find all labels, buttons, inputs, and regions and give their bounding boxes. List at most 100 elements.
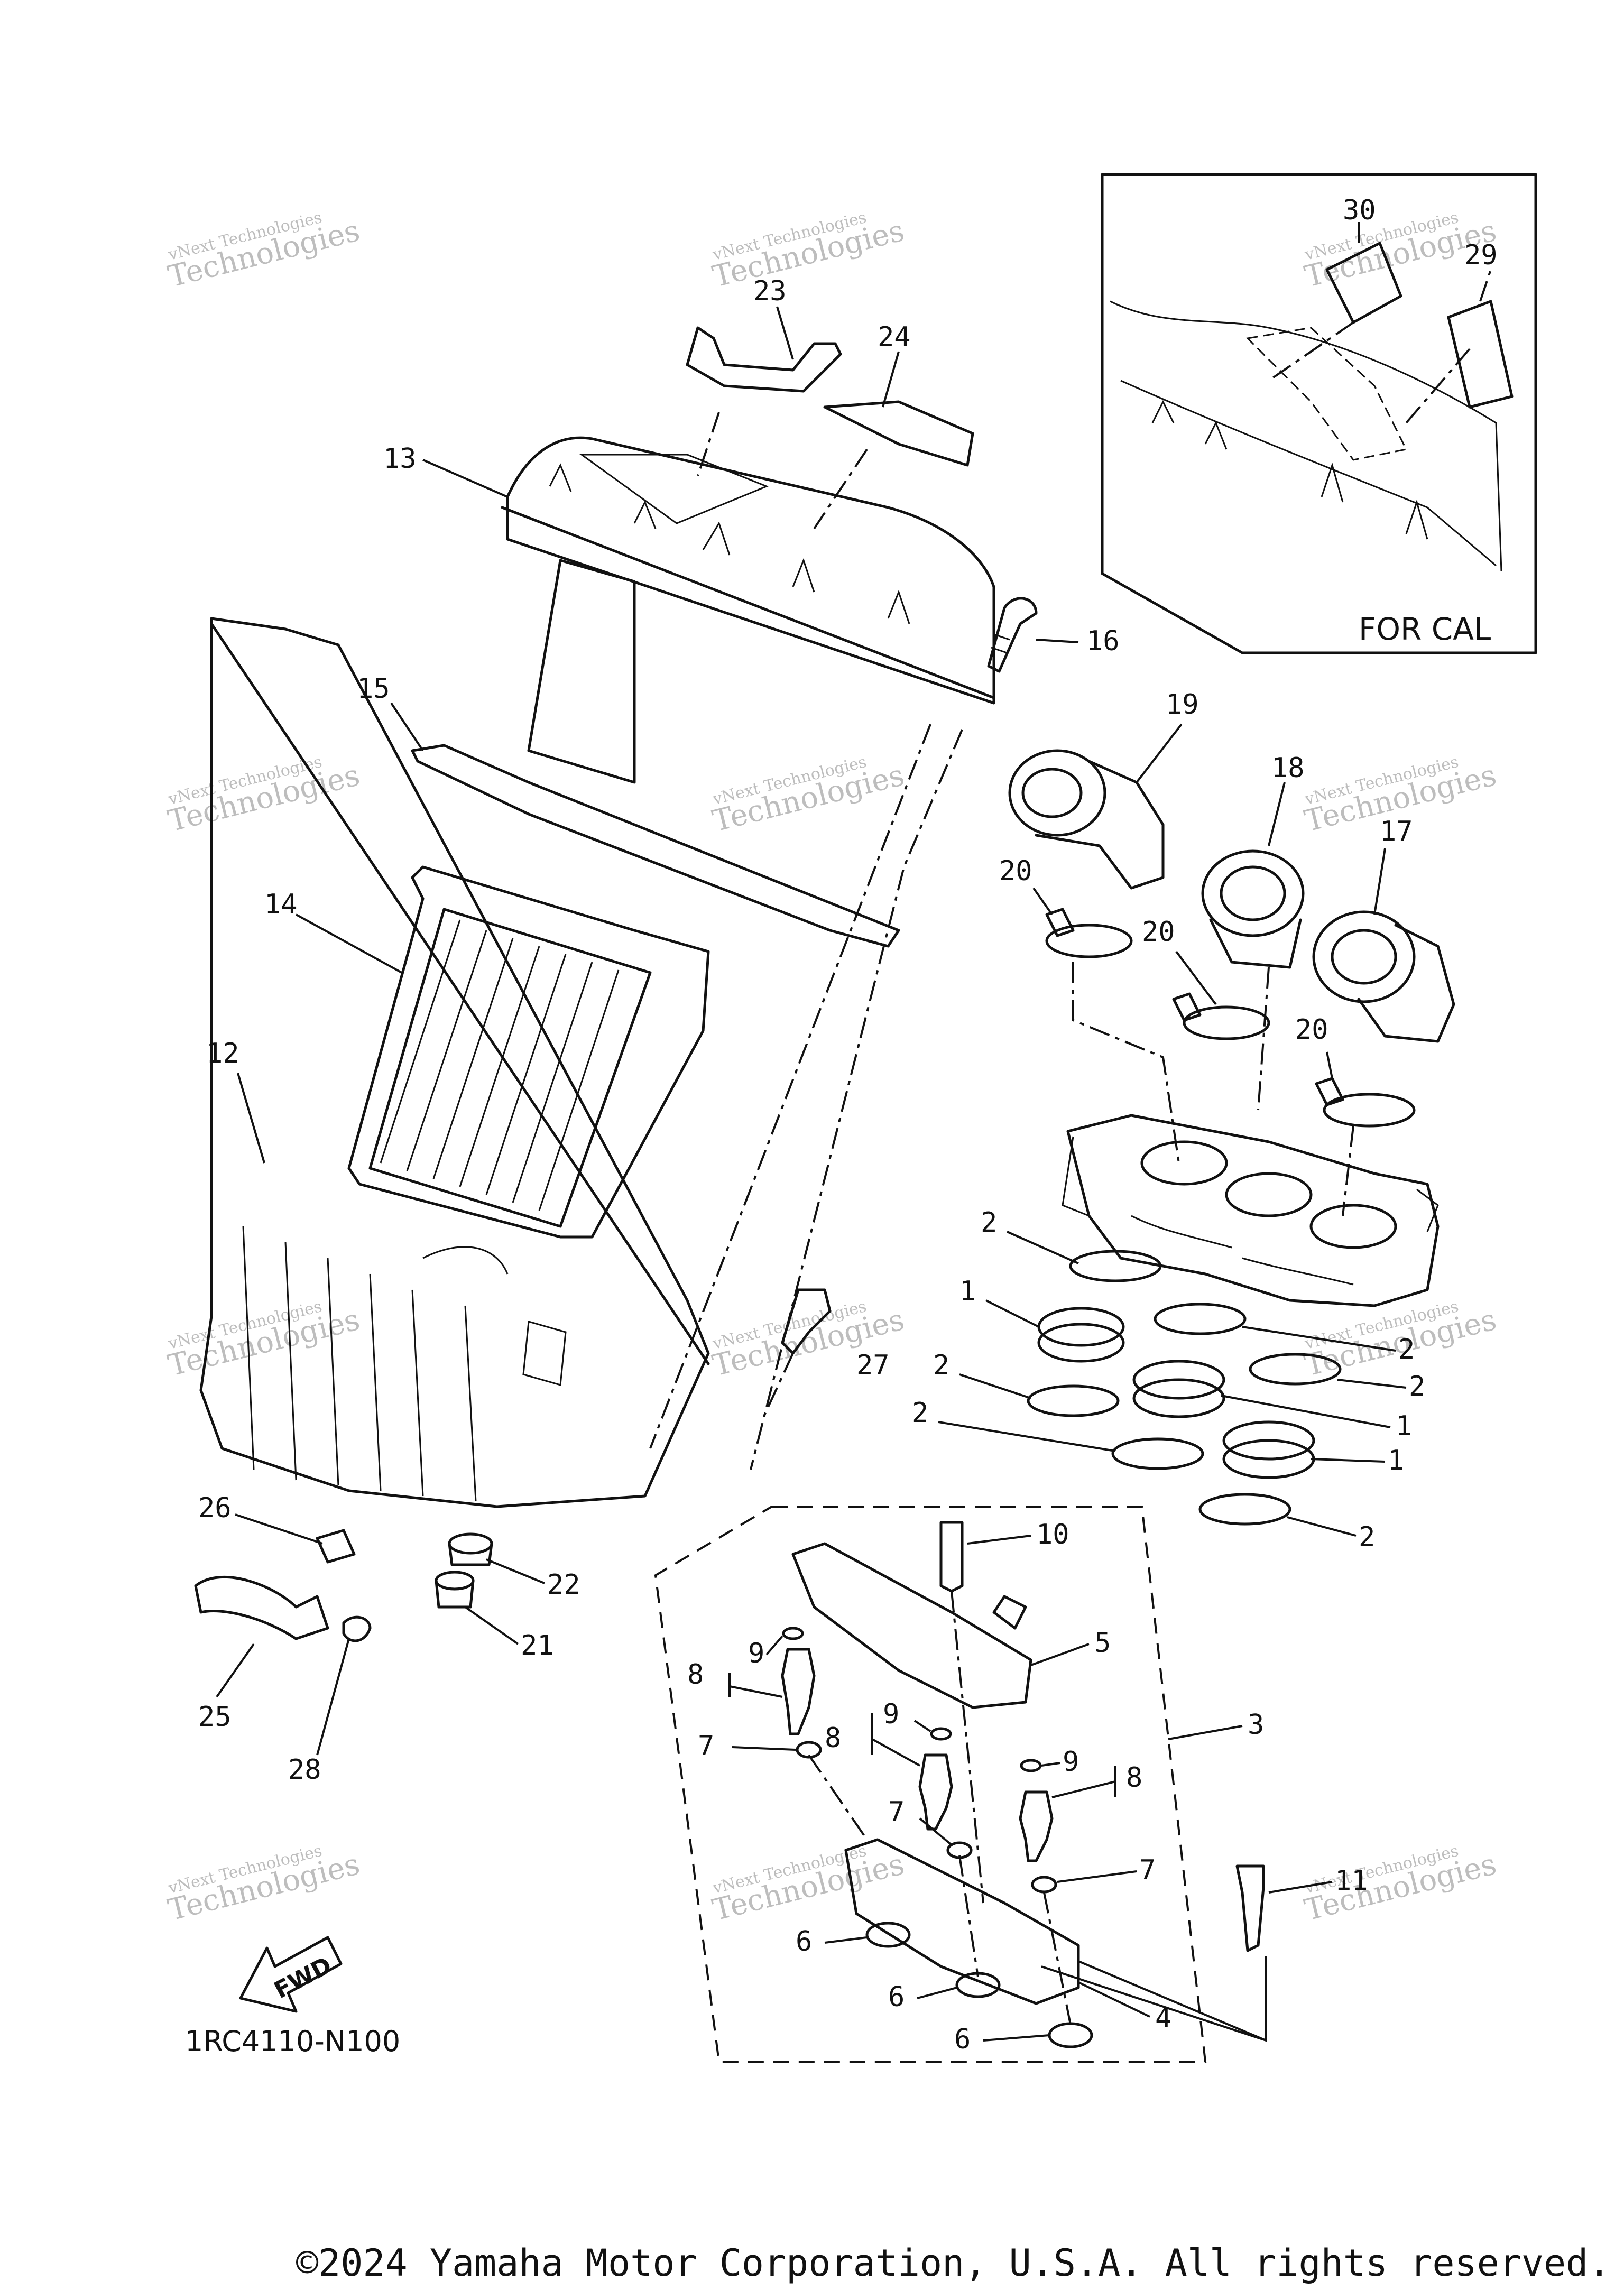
leader-4 xyxy=(1078,1981,1150,2018)
callout-23: 23 xyxy=(753,275,787,307)
inset-cover-rim xyxy=(1120,380,1497,567)
callout-16: 16 xyxy=(1086,625,1120,657)
part-22-grommet-side xyxy=(448,1542,493,1566)
callout-17: 17 xyxy=(1380,816,1413,847)
clamp-20-c-screw xyxy=(1315,1077,1344,1106)
throttle-body-group xyxy=(1062,1114,1440,1307)
callout-28: 28 xyxy=(288,1754,321,1786)
callout-10: 10 xyxy=(1036,1519,1069,1550)
fuel-injector-assembly: 3 5 10 9 8 9 8 9 8 7 7 xyxy=(654,1506,1368,2063)
part-16-screw xyxy=(987,597,1038,673)
leader-2c xyxy=(1337,1379,1407,1389)
fwd-arrow-shape xyxy=(239,1936,343,2013)
leader-29 xyxy=(1405,269,1492,424)
callout-8a: 8 xyxy=(687,1659,704,1691)
callout-30: 30 xyxy=(1343,195,1376,226)
part-27-bolt xyxy=(781,1288,832,1355)
inset-frame xyxy=(1101,173,1537,654)
joint-1-b xyxy=(1132,1360,1225,1400)
clamp-2-f xyxy=(1198,1493,1291,1526)
part-9-oring-c xyxy=(1020,1759,1042,1772)
leader-25 xyxy=(216,1643,255,1698)
callout-9c: 9 xyxy=(1063,1746,1079,1778)
part-28-clip xyxy=(342,1615,372,1642)
air-cleaner-case-group: 12 xyxy=(199,617,710,1508)
callout-1b: 1 xyxy=(1396,1410,1412,1442)
callout-27: 27 xyxy=(856,1350,890,1381)
clamp-20-b xyxy=(1183,1005,1270,1040)
leader-2f xyxy=(1287,1516,1357,1537)
drain-parts-group: 26 25 28 22 21 xyxy=(194,1492,580,1786)
part-6-gasket-c xyxy=(1048,2022,1093,2048)
part-17-inner xyxy=(1331,929,1397,985)
throttle-bore-3 xyxy=(1309,1204,1397,1249)
callout-8c: 8 xyxy=(1126,1762,1142,1794)
part-15-gasket xyxy=(411,744,900,948)
callout-7c: 7 xyxy=(1139,1854,1156,1886)
leader-16 xyxy=(1036,639,1079,643)
throttle-side-fittings xyxy=(1062,1136,1439,1232)
diagram-part-code: 1RC4110-N100 xyxy=(185,2025,400,2058)
callout-22: 22 xyxy=(547,1569,580,1601)
part-14-frame xyxy=(347,865,710,1239)
throttle-linkage xyxy=(1131,1215,1354,1286)
cover-rim xyxy=(501,506,995,699)
part-19-body xyxy=(1035,760,1165,890)
throttle-bore-1 xyxy=(1140,1140,1228,1186)
leader-clamp-b-throttle xyxy=(1257,967,1270,1111)
leader-1c xyxy=(1311,1458,1386,1463)
callout-7a: 7 xyxy=(698,1730,714,1762)
leader-15 xyxy=(390,702,424,752)
leader-1a xyxy=(985,1299,1039,1328)
leader-13 xyxy=(422,459,508,498)
clamp-2-b xyxy=(1154,1303,1247,1335)
part-26-clip xyxy=(316,1529,356,1564)
callout-5: 5 xyxy=(1094,1627,1111,1659)
part-18-joint-mouth xyxy=(1201,849,1305,937)
throttle-body xyxy=(1066,1114,1440,1307)
leader-24 xyxy=(882,351,900,408)
filter-mesh-lines xyxy=(380,919,620,1211)
leader-8a xyxy=(728,1673,783,1698)
leader-5 xyxy=(1030,1643,1090,1666)
clamps-joints-group: 2 1 2 2 1 2 1 2 2 xyxy=(912,1207,1425,1553)
callout-2d: 2 xyxy=(933,1350,949,1381)
leader-2b xyxy=(1242,1326,1396,1352)
part-10-bolt xyxy=(939,1521,964,1593)
joint-1-b-lower xyxy=(1132,1378,1225,1418)
part-6-gasket-a xyxy=(865,1922,911,1948)
leader-7a xyxy=(732,1746,796,1751)
part-19-inner xyxy=(1021,768,1083,818)
case-opening xyxy=(422,1246,509,1275)
callout-24: 24 xyxy=(878,321,911,353)
clamp-20-b-screw xyxy=(1172,992,1202,1022)
part-19-joint-mouth xyxy=(1008,749,1106,837)
leader-9c xyxy=(1041,1762,1060,1767)
filter-mesh-border xyxy=(368,908,652,1228)
leader-10 xyxy=(967,1535,1031,1545)
callout-9a: 9 xyxy=(748,1638,764,1669)
part-29-label xyxy=(1447,300,1514,409)
leader-26 xyxy=(235,1513,323,1545)
callout-20c: 20 xyxy=(1295,1014,1328,1046)
leader-18 xyxy=(1268,782,1286,846)
part-17-joint-mouth xyxy=(1312,910,1416,1003)
assembly-3-outline xyxy=(654,1506,1207,2063)
part-13-cover xyxy=(506,436,995,705)
inset-label-area xyxy=(1245,327,1408,461)
clamp-20-a-screw xyxy=(1045,908,1075,937)
case-bracket xyxy=(522,1321,567,1386)
leader-23 xyxy=(776,306,794,360)
callout-2c: 2 xyxy=(1409,1371,1425,1402)
leader-2d xyxy=(959,1373,1031,1399)
leader-3 xyxy=(1168,1725,1243,1740)
watermarks: vNext Technologies Technologies vNext Te… xyxy=(165,208,1500,1928)
callout-1c: 1 xyxy=(1388,1445,1404,1476)
part-8-injector-a xyxy=(781,1648,816,1735)
part-18-inner xyxy=(1220,865,1286,921)
part-8-injector-b xyxy=(918,1753,953,1831)
joint-1-a xyxy=(1037,1307,1125,1347)
leader-28 xyxy=(316,1638,350,1756)
callout-11: 11 xyxy=(1335,1865,1368,1897)
cover-ribs xyxy=(549,463,910,624)
